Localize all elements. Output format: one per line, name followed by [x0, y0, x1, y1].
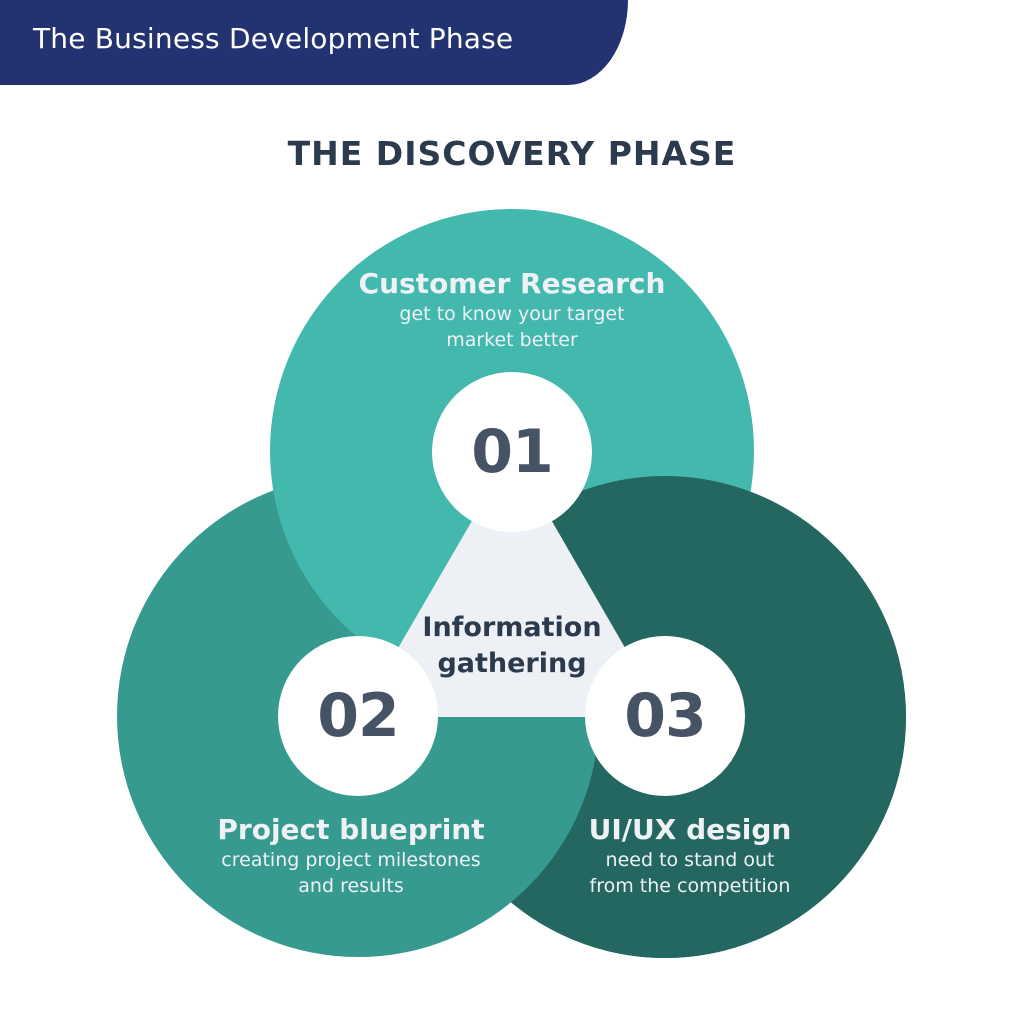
header-banner: The Business Development Phase — [0, 0, 628, 85]
label-uiux-design: UI/UX design need to stand out from the … — [540, 813, 840, 899]
project-blueprint-title: Project blueprint — [217, 813, 485, 846]
customer-research-title: Customer Research — [358, 267, 666, 300]
project-blueprint-desc-1: creating project milestones — [221, 849, 481, 871]
customer-research-desc-1: get to know your target — [399, 303, 625, 325]
step-number-03: 03 — [624, 681, 707, 751]
number-disc-01 — [432, 372, 592, 532]
uiux-design-title: UI/UX design — [588, 813, 792, 846]
banner-title: The Business Development Phase — [33, 22, 514, 55]
number-disc-03 — [585, 636, 745, 796]
number-disc-02 — [278, 636, 438, 796]
step-number-02: 02 — [317, 681, 400, 751]
center-triangle — [358, 452, 665, 717]
label-project-blueprint: Project blueprint creating project miles… — [181, 813, 521, 899]
project-blueprint-desc-2: and results — [298, 875, 404, 897]
uiux-design-desc-1: need to stand out — [605, 849, 775, 871]
center-label-line1: Information — [422, 612, 602, 643]
center-label: Information gathering — [392, 610, 632, 682]
customer-research-desc-2: market better — [446, 329, 578, 351]
center-label-line2: gathering — [437, 648, 587, 679]
diagram-title: THE DISCOVERY PHASE — [287, 134, 737, 173]
step-number-01: 01 — [471, 417, 554, 487]
uiux-design-desc-2: from the competition — [589, 875, 791, 897]
label-customer-research: Customer Research get to know your targe… — [312, 267, 712, 353]
